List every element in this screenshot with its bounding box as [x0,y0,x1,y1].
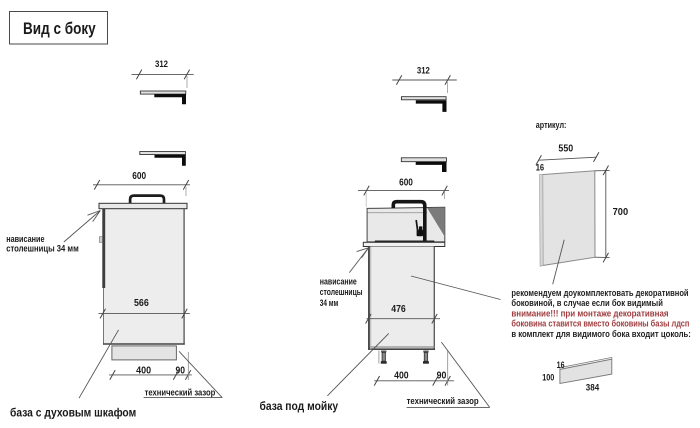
svg-text:600: 600 [132,171,146,182]
svg-text:база под мойку: база под мойку [260,399,339,413]
svg-text:нависание: нависание [6,234,44,244]
svg-text:Вид с боку: Вид с боку [23,19,96,38]
svg-text:технический зазор: технический зазор [145,387,216,398]
svg-text:90: 90 [437,371,447,382]
svg-text:нависание: нависание [320,276,357,286]
svg-text:600: 600 [399,177,413,188]
svg-text:384: 384 [586,383,600,394]
svg-text:16: 16 [557,360,565,370]
svg-text:400: 400 [394,371,409,382]
svg-text:артикул:: артикул: [536,120,567,131]
svg-text:700: 700 [613,206,629,218]
svg-text:столешницы 34 мм: столешницы 34 мм [6,244,79,254]
svg-text:внимание!!! при монтаже декора: внимание!!! при монтаже декоративная [511,308,668,318]
svg-text:16: 16 [536,162,544,172]
svg-text:566: 566 [134,298,149,309]
svg-text:боковиной, в случае если бок в: боковиной, в случае если бок видимый [511,298,663,308]
svg-text:база с духовым шкафом: база с духовым шкафом [10,406,136,420]
svg-text:рекомендуем доукомплектовать д: рекомендуем доукомплектовать декоративно… [511,288,688,298]
svg-text:столешницы: столешницы [320,287,363,297]
svg-text:476: 476 [391,304,406,315]
svg-text:34 мм: 34 мм [320,298,339,308]
svg-text:технический зазор: технический зазор [407,396,479,407]
svg-text:312: 312 [417,65,430,76]
svg-text:312: 312 [155,59,168,70]
svg-text:90: 90 [176,365,186,376]
svg-text:550: 550 [558,143,573,154]
svg-text:боковина ставится вместо боков: боковина ставится вместо боковины базы л… [511,319,689,329]
svg-text:100: 100 [542,372,554,383]
svg-text:в комплект для видимого бока в: в комплект для видимого бока входит цоко… [511,329,691,339]
svg-text:400: 400 [136,365,151,376]
